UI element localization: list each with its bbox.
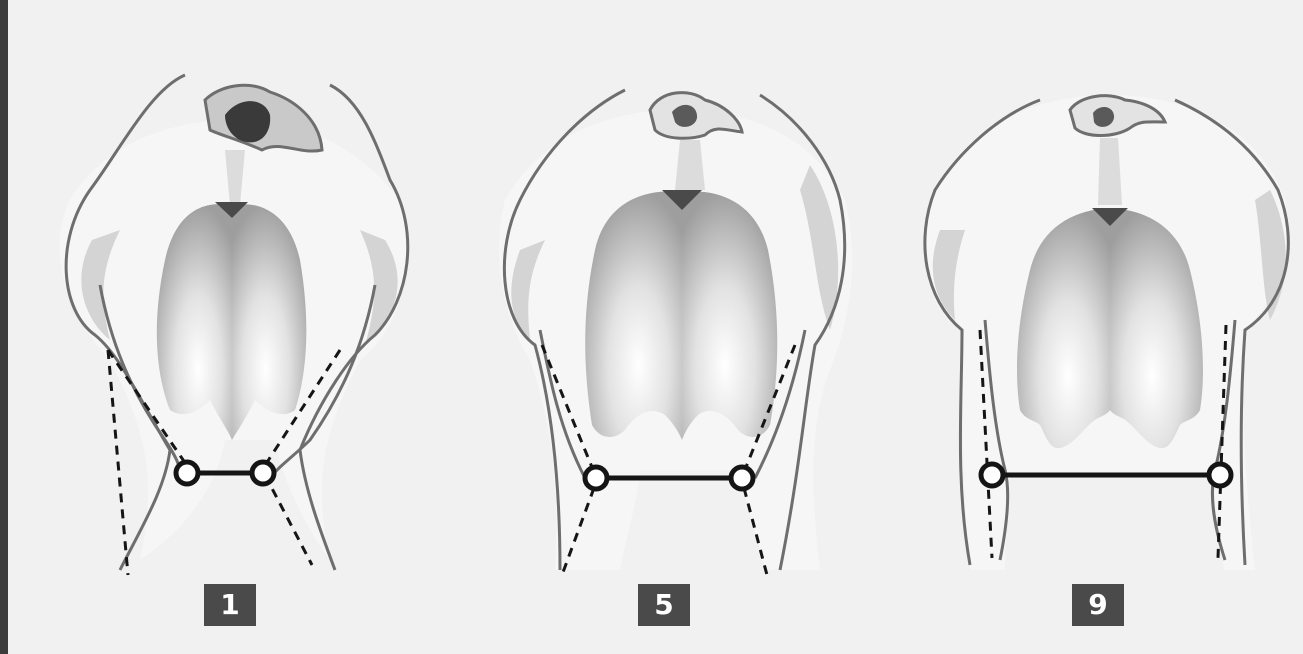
measurement-point-left xyxy=(585,467,607,489)
measurement-point-left xyxy=(176,462,198,484)
measurement-point-right xyxy=(1209,464,1231,486)
panel-number-badge-5: 5 xyxy=(638,584,690,626)
measurement-point-right xyxy=(731,467,753,489)
panel-number-badge-1: 1 xyxy=(204,584,256,626)
left-dark-edge xyxy=(0,0,8,654)
midline-shade xyxy=(675,140,705,190)
panel-number-badge-9: 9 xyxy=(1072,584,1124,626)
measurement-point-left xyxy=(981,464,1003,486)
midline-shade xyxy=(1098,138,1122,205)
measurement-point-right xyxy=(252,462,274,484)
